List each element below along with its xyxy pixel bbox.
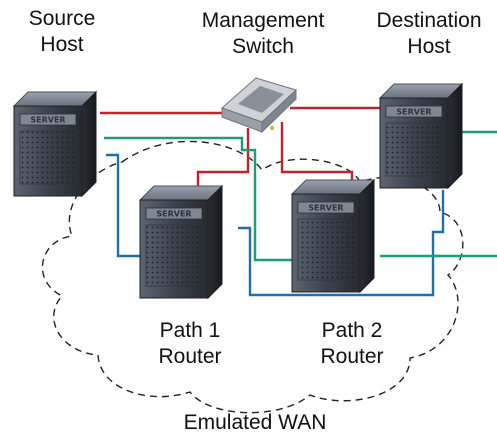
path2-router-server: SERVER: [290, 178, 376, 294]
server-badge: SERVER: [156, 210, 191, 219]
source-host-label: Source Host: [28, 7, 96, 56]
path1-links: [106, 153, 445, 297]
path1-router-label: Path 1 Router: [158, 319, 222, 368]
wan-cloud: [41, 140, 464, 414]
emulated-wan-label: Emulated WAN: [183, 411, 327, 434]
server-badge: SERVER: [308, 204, 343, 213]
destination-host-server: SERVER: [378, 82, 464, 190]
server-badge: SERVER: [396, 108, 431, 117]
path2-router-label: Path 2 Router: [320, 319, 384, 368]
server-badge: SERVER: [30, 116, 65, 125]
management-switch-device: [221, 77, 297, 134]
destination-host-label: Destination Host: [376, 9, 482, 58]
management-switch-label: Management Switch: [201, 9, 325, 58]
source-host-server: SERVER: [12, 90, 98, 198]
path1-router-server: SERVER: [138, 184, 224, 300]
